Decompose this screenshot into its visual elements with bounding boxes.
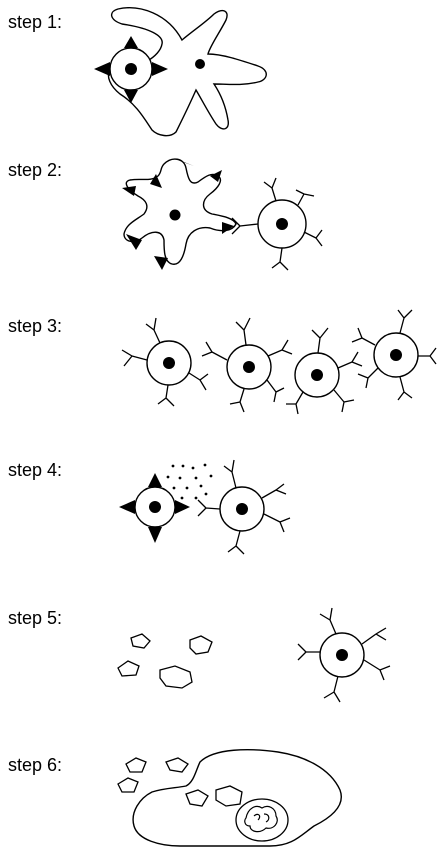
phagosome: [235, 798, 289, 842]
cell-fragment: [130, 633, 151, 649]
dendrite: [227, 530, 245, 555]
spike: [122, 186, 136, 196]
step-6-illustration: [117, 749, 342, 847]
nucleus: [195, 59, 205, 69]
dendrite: [223, 459, 237, 489]
step-1-label: step 1:: [8, 12, 63, 32]
step-4-illustration: [119, 459, 291, 555]
dendrite: [157, 384, 175, 407]
dendrite: [311, 327, 329, 354]
step-3-illustration: [121, 309, 437, 415]
dendrite: [261, 483, 287, 499]
spike: [210, 170, 222, 182]
dendritic-cell-4: [351, 309, 437, 401]
dendrite: [286, 391, 304, 415]
nucleus: [336, 649, 348, 661]
cell-fragment: [189, 635, 213, 655]
spike: [222, 222, 234, 234]
spike: [148, 473, 162, 487]
spike: [124, 90, 138, 103]
spike: [94, 62, 110, 76]
nucleus: [149, 501, 161, 513]
dendrite: [297, 643, 320, 661]
dendrite: [267, 339, 293, 357]
dendrite: [397, 309, 413, 334]
cell-fragment: [125, 757, 147, 773]
nucleus: [276, 218, 288, 230]
dendrite: [363, 659, 391, 681]
step-3-label: step 3:: [8, 316, 63, 336]
step-2-illustration: [122, 158, 323, 271]
step-2-label: step 2:: [8, 160, 63, 180]
engulfed-fragment: [185, 789, 209, 807]
nucleus: [390, 349, 402, 361]
dendritic-cell-1: [121, 317, 209, 407]
dendrite: [303, 229, 323, 247]
digested-material: [244, 805, 278, 833]
dendrite: [271, 247, 289, 271]
spike: [124, 36, 138, 48]
spike: [152, 62, 168, 76]
dendrite: [337, 351, 363, 369]
dendrite: [418, 347, 437, 365]
spike: [154, 256, 168, 270]
dendritic-cell: [297, 607, 391, 703]
dendrite: [323, 675, 341, 703]
spike: [150, 174, 162, 188]
cell-fragment: [159, 665, 193, 689]
dendrite: [145, 317, 161, 344]
dendrite: [263, 177, 277, 202]
cell-fragment: [165, 757, 189, 773]
dendrite: [357, 367, 379, 389]
dendrite: [229, 388, 245, 413]
step-5-label: step 5:: [8, 608, 63, 628]
dendrite: [201, 341, 228, 361]
spike: [148, 527, 162, 543]
secreted-particles: [166, 463, 213, 500]
spike: [172, 158, 194, 166]
dendrite: [319, 607, 337, 635]
nucleus: [236, 503, 248, 515]
dendrite: [197, 499, 221, 517]
step-1-illustration: [94, 7, 267, 137]
dendrite: [361, 627, 387, 645]
dendrite: [235, 317, 251, 346]
dendritic-cell: [231, 177, 323, 271]
nucleus: [125, 63, 137, 75]
spike: [119, 500, 135, 514]
dendritic-cell-3: [286, 327, 363, 415]
nucleus: [311, 369, 323, 381]
dendrite: [231, 217, 259, 235]
dendrite: [397, 376, 413, 401]
dendrite: [263, 513, 291, 533]
dendritic-cell: [197, 459, 291, 555]
step-4-label: step 4:: [8, 460, 63, 480]
dendritic-cell-2: [201, 317, 293, 413]
dendrite: [333, 389, 355, 413]
dendrite: [121, 349, 148, 367]
step-5-illustration: [117, 607, 391, 703]
step-6-label: step 6:: [8, 755, 63, 775]
cell-fragment: [117, 660, 140, 677]
spike: [175, 500, 190, 514]
dendrite: [266, 379, 285, 403]
nucleus: [163, 357, 175, 369]
dendrite: [295, 189, 315, 206]
nucleus: [169, 209, 181, 221]
dendrite: [188, 372, 209, 391]
engulfed-fragment: [215, 785, 243, 807]
nucleus: [243, 361, 255, 373]
dendrite: [351, 327, 376, 346]
cell-fragment: [117, 777, 139, 793]
spike: [126, 234, 142, 250]
